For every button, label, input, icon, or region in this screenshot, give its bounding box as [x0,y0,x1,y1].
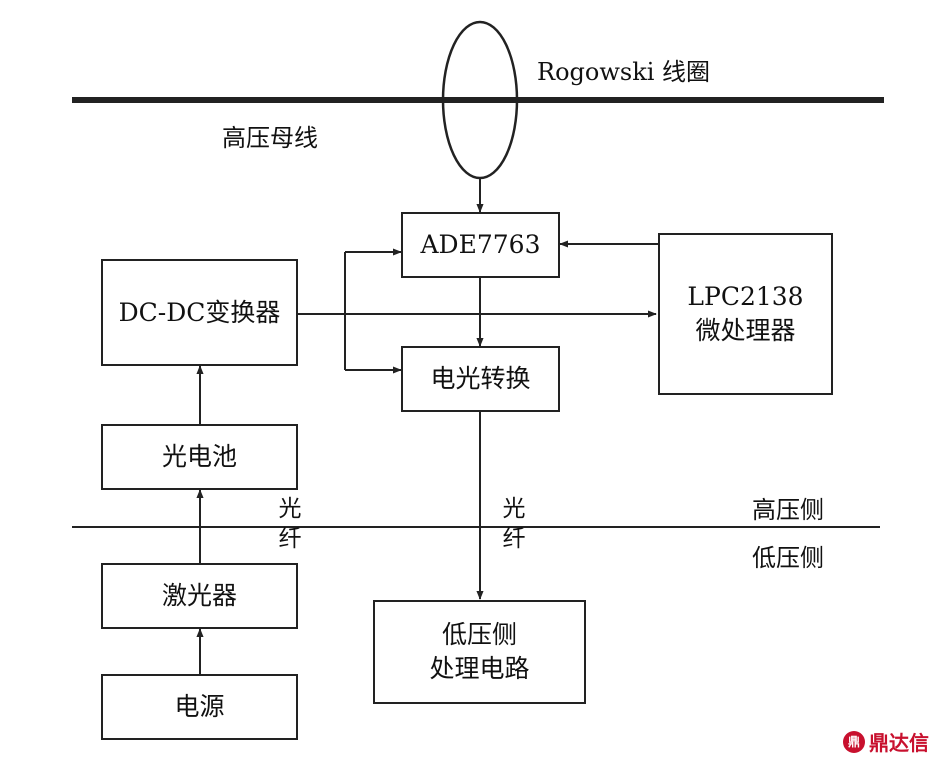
low-voltage-processing-label-line-2: 处理电路 [429,654,530,683]
power-supply-label: 电源 [174,692,225,721]
fiber-label-right-char-1: 光 [502,496,526,522]
fiber-label-right-char-2: 纤 [502,526,526,552]
lpc2138-label-line-1: LPC2138 [687,282,804,311]
high-voltage-side-label: 高压侧 [752,496,824,524]
watermark-text: 鼎达信 [869,731,929,755]
low-voltage-processing-label-line-1: 低压侧 [441,620,517,649]
dcdc-converter-label: DC-DC变换器 [118,297,281,327]
laser-label: 激光器 [161,581,237,610]
power-supply-block: 电源 [101,674,298,740]
laser-block: 激光器 [101,563,298,629]
fiber-label-left-char-2: 纤 [278,526,302,552]
fiber-label-left: 光 纤 [275,494,305,554]
rogowski-coil-label: Rogowski 线圈 [537,58,711,86]
dcdc-converter-block: DC-DC变换器 [101,259,298,366]
fiber-label-right: 光 纤 [499,494,529,554]
lpc2138-label-line-2: 微处理器 [695,316,796,345]
photovoltaic-cell-label: 光电池 [161,442,237,471]
lpc2138-block: LPC2138 微处理器 [658,233,833,395]
eo-conversion-label: 电光转换 [430,364,531,393]
watermark-seal-icon: 鼎 [843,730,865,753]
fiber-label-left-char-1: 光 [278,496,302,522]
bus-label: 高压母线 [222,124,318,152]
eo-conversion-block: 电光转换 [401,346,560,412]
low-voltage-side-label: 低压侧 [752,544,824,572]
low-voltage-processing-block: 低压侧 处理电路 [373,600,586,704]
photovoltaic-cell-block: 光电池 [101,424,298,490]
watermark-logo: 鼎 鼎达信 [843,727,929,756]
ade7763-block: ADE7763 [401,212,560,278]
ade7763-label: ADE7763 [420,230,541,259]
